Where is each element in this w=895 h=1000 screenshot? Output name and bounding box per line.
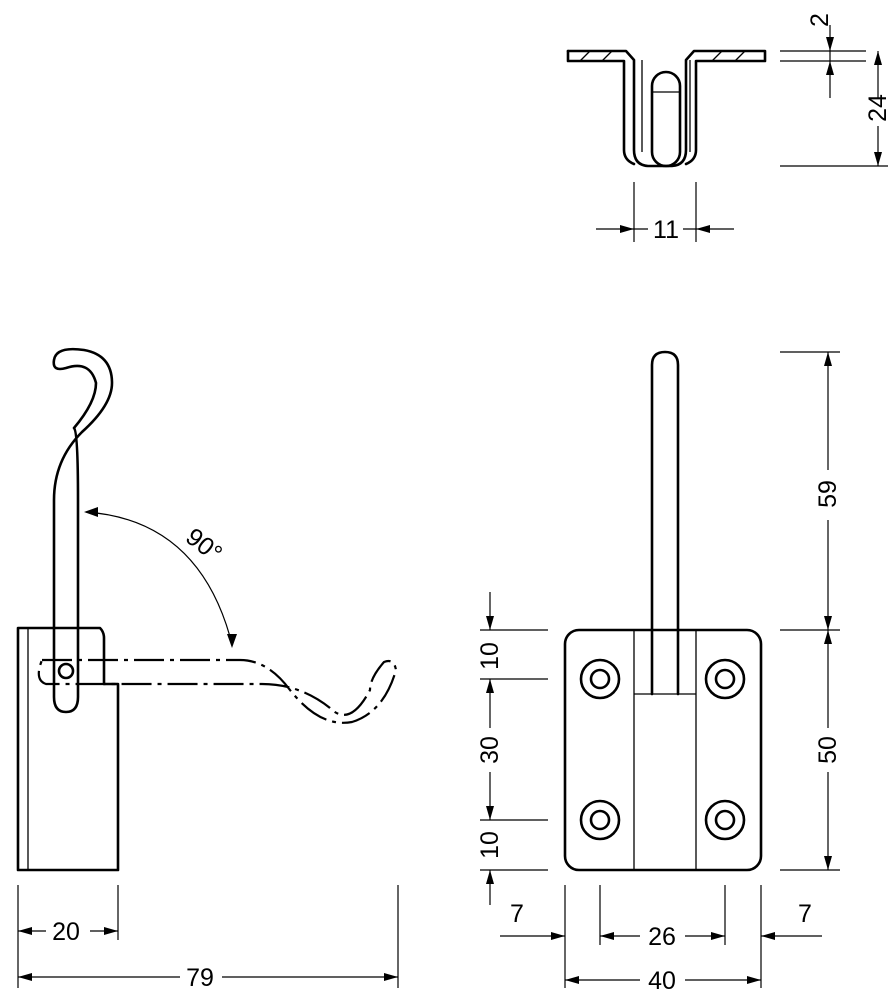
dim-hook-height-label: 59 bbox=[814, 480, 842, 508]
dim-hole-spacing-horizontal-label: 26 bbox=[648, 923, 676, 951]
front-view-hole-top-right bbox=[704, 658, 746, 700]
side-view-angle-arc bbox=[85, 511, 233, 645]
top-view: 2 24 11 bbox=[566, 13, 892, 244]
dim-thickness-label: 2 bbox=[806, 13, 834, 27]
front-view: 59 50 10 30 10 bbox=[476, 350, 842, 995]
top-view-left-flange bbox=[566, 49, 767, 168]
dim-left-margin-label: 7 bbox=[510, 900, 524, 928]
side-view-rotated-hook bbox=[37, 658, 398, 724]
top-view-hook-section bbox=[650, 70, 682, 168]
dim-right-margin-label: 7 bbox=[798, 900, 812, 928]
top-view-inner-bend bbox=[579, 50, 746, 62]
dim-bottom-chain: 7 26 7 bbox=[500, 885, 822, 988]
front-view-hole-bottom-right bbox=[704, 799, 746, 841]
top-view-left-flange-lower bbox=[566, 49, 636, 166]
side-view-hook bbox=[52, 347, 114, 714]
dim-width-label: 11 bbox=[653, 216, 679, 244]
dim-hole-spacing-vertical-label: 30 bbox=[476, 736, 504, 764]
dim-left-chain: 10 30 10 bbox=[476, 592, 548, 905]
dim-top-margin-label: 10 bbox=[476, 642, 504, 670]
dim-hook-height: 59 bbox=[780, 351, 842, 631]
dim-total-reach-label: 79 bbox=[186, 964, 214, 992]
dim-width: 11 bbox=[596, 182, 734, 244]
dim-height: 24 bbox=[780, 51, 892, 167]
dim-thickness: 2 bbox=[780, 13, 866, 98]
side-view: 90° 20 79 bbox=[16, 347, 399, 992]
side-view-angle-label: 90° bbox=[180, 523, 227, 568]
dim-base-width-label: 40 bbox=[648, 967, 676, 995]
front-view-base-plate bbox=[563, 628, 763, 872]
dim-height-label: 24 bbox=[864, 94, 892, 122]
dim-base-height: 50 bbox=[780, 630, 842, 871]
dim-total-reach: 79 bbox=[18, 885, 399, 992]
dim-base-depth: 20 bbox=[17, 885, 119, 988]
side-view-pivot bbox=[57, 662, 75, 680]
dim-base-height-label: 50 bbox=[814, 736, 842, 764]
dim-base-depth-label: 20 bbox=[52, 918, 80, 946]
front-view-hole-top-left bbox=[579, 658, 621, 700]
front-view-hole-bottom-left bbox=[579, 799, 621, 841]
dim-base-width: 40 bbox=[565, 967, 761, 995]
dim-bottom-margin-label: 10 bbox=[476, 831, 504, 859]
front-view-hook-bar bbox=[650, 350, 680, 696]
side-view-base bbox=[16, 626, 120, 872]
